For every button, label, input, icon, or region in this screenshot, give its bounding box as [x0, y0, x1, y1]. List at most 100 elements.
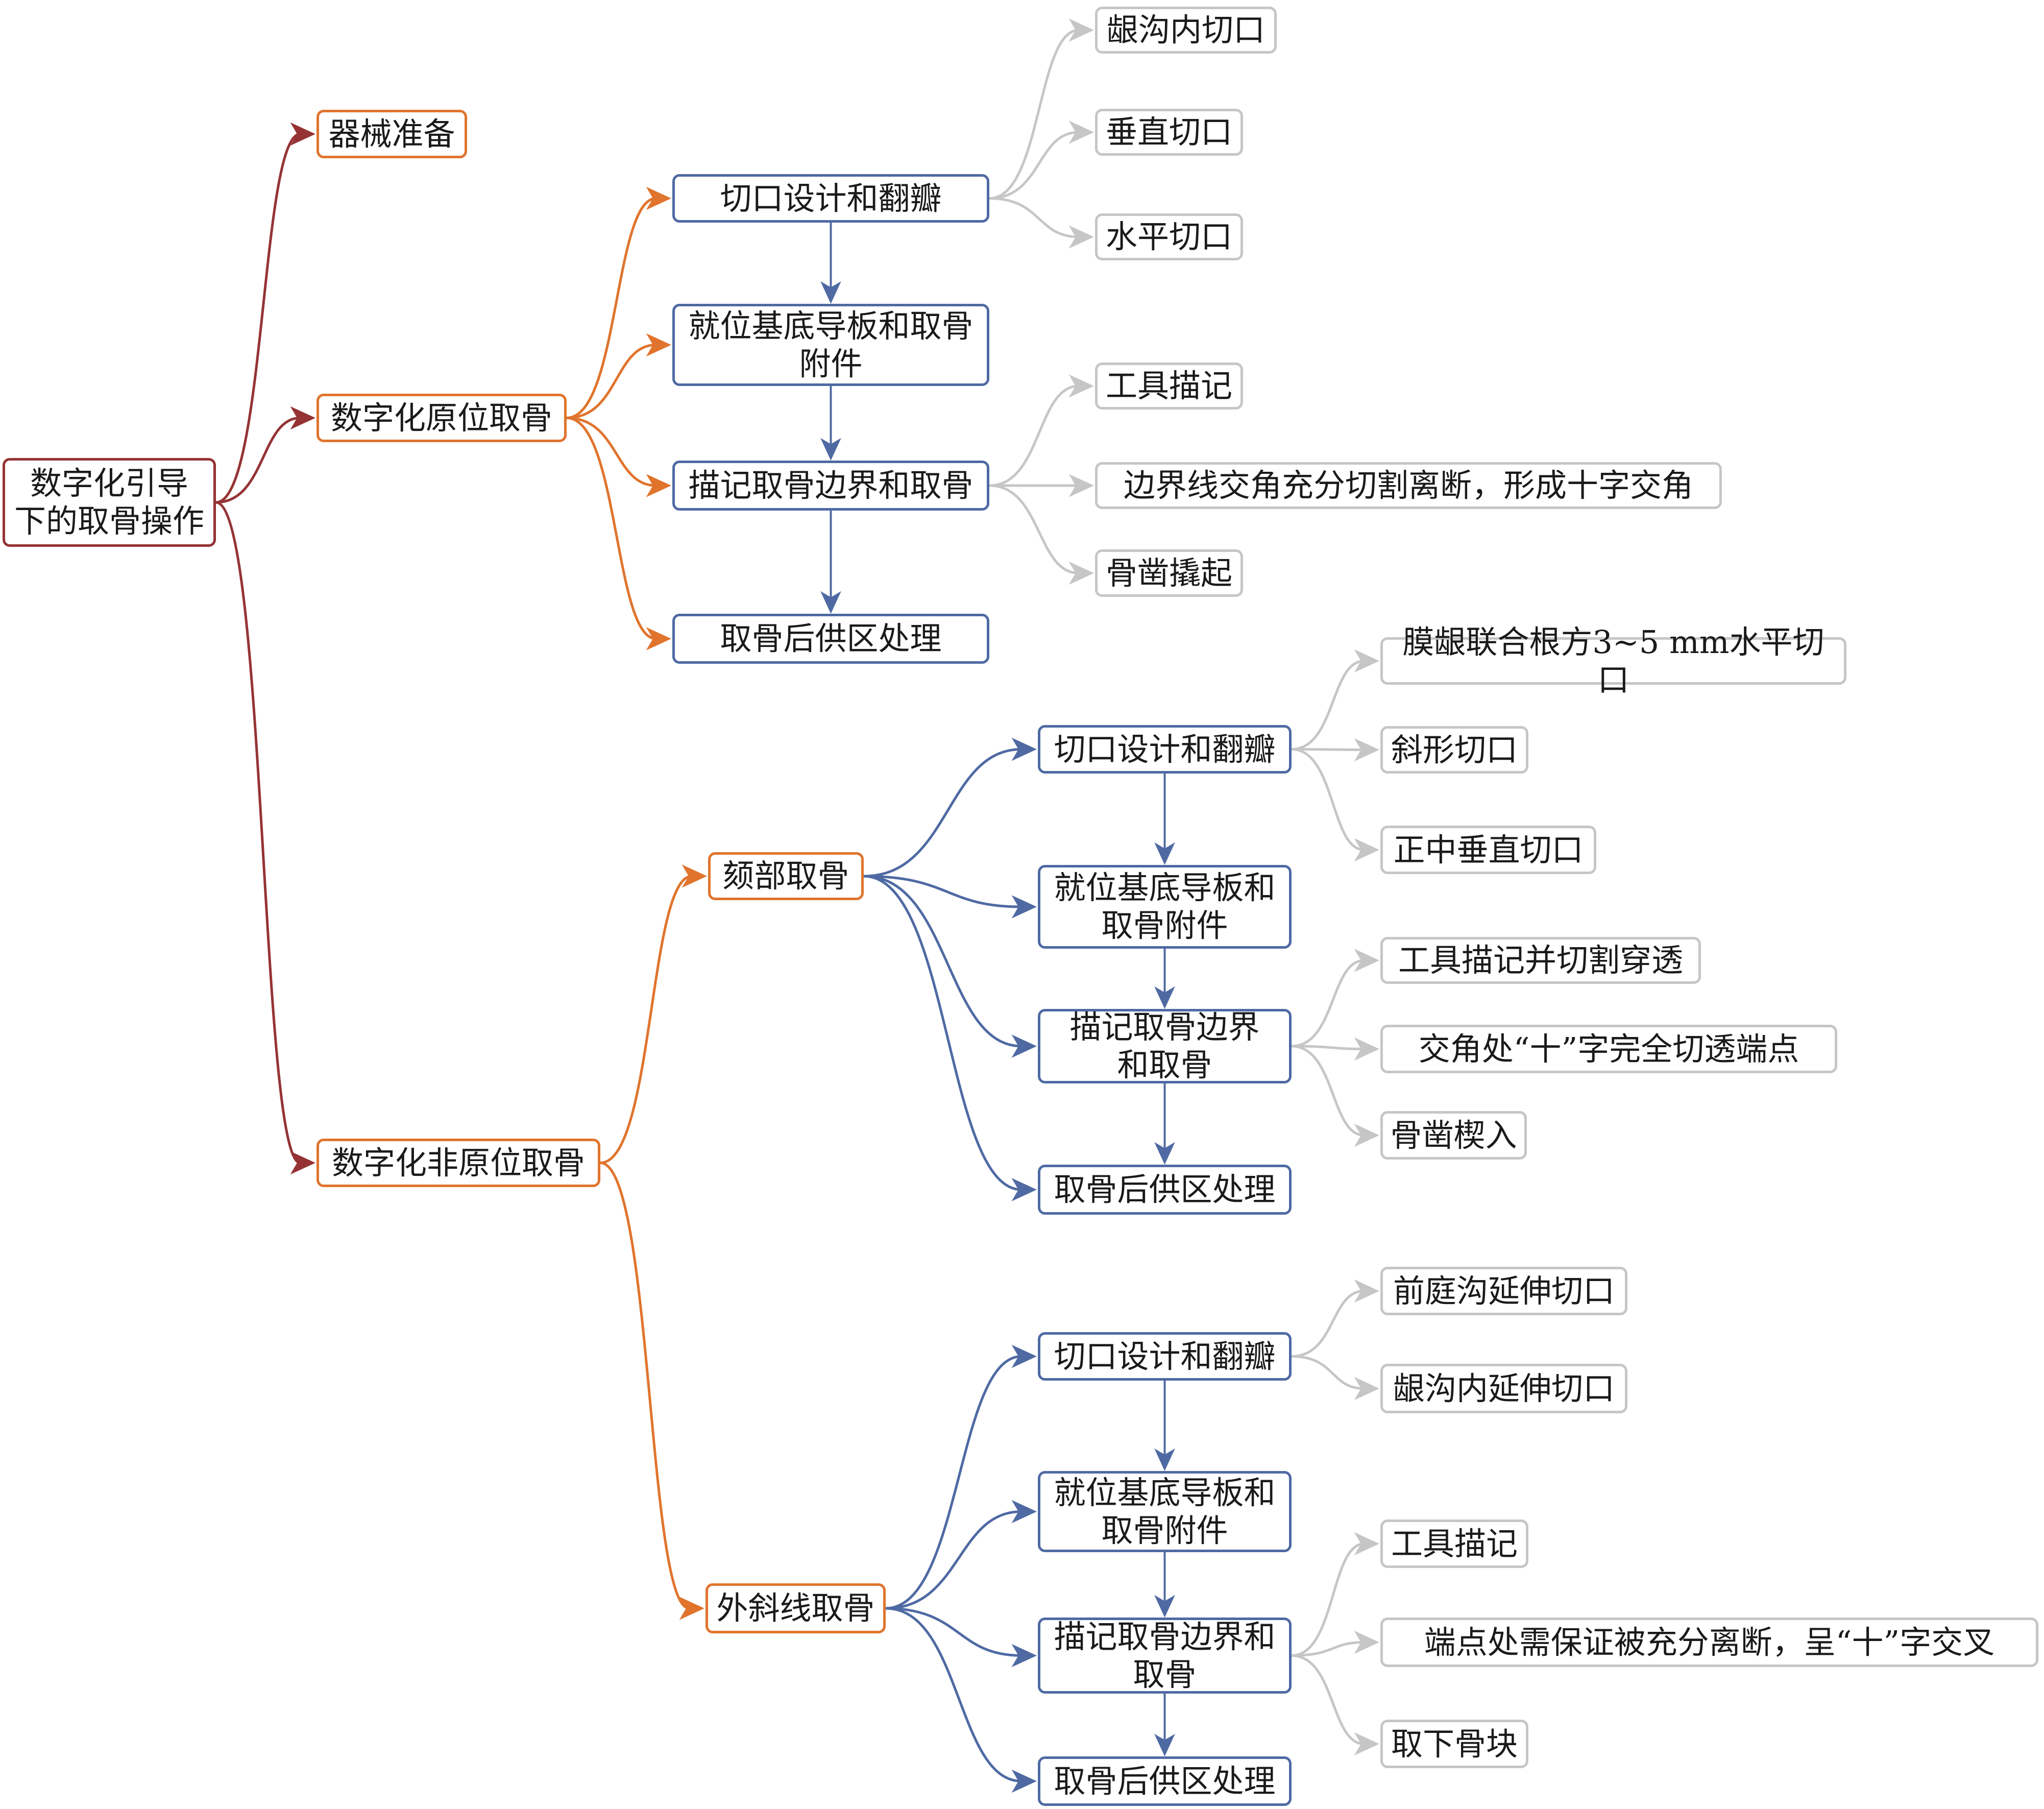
connector-detail [1291, 1290, 1365, 1358]
connector-branch [600, 1162, 690, 1610]
step-node[interactable]: 切口设计和翻瓣 [1038, 725, 1292, 774]
connector-detail [989, 197, 1079, 238]
connector-detail [1291, 1641, 1365, 1657]
arrowhead [1068, 18, 1094, 42]
step-node[interactable]: 描记取骨边界 和取骨 [1038, 1008, 1292, 1083]
detail-node[interactable]: 水平切口 [1095, 213, 1243, 260]
step-node[interactable]: 就位基底导板和取骨 附件 [672, 304, 989, 386]
arrowhead [1154, 1733, 1175, 1756]
connector-branch [566, 197, 656, 419]
connector-detail [1291, 1542, 1365, 1657]
connector-root [215, 133, 301, 504]
detail-node[interactable]: 正中垂直切口 [1380, 826, 1596, 874]
detail-node[interactable]: 工具描记并切割穿透 [1380, 937, 1701, 984]
detail-label: 水平切口 [1105, 218, 1232, 255]
branch-in-situ[interactable]: 数字化原位取骨 [317, 394, 567, 442]
arrowhead [1011, 1344, 1037, 1368]
step-node[interactable]: 描记取骨边界和 取骨 [1038, 1618, 1292, 1694]
branch-instruments[interactable]: 器械准备 [317, 110, 467, 158]
detail-label: 龈沟内延伸切口 [1393, 1369, 1615, 1407]
connector-detail [1291, 1045, 1365, 1137]
connector-root [215, 417, 301, 504]
detail-node[interactable]: 龈沟内延伸切口 [1380, 1364, 1627, 1413]
connector-detail [989, 131, 1079, 200]
arrowhead [1011, 1769, 1037, 1793]
connector-detail [1291, 959, 1365, 1048]
detail-node[interactable]: 骨凿楔入 [1380, 1111, 1527, 1160]
arrowhead [1354, 738, 1379, 762]
detail-label: 斜形切口 [1391, 731, 1518, 768]
step-node[interactable]: 切口设计和翻瓣 [672, 174, 989, 223]
detail-node[interactable]: 交角处“十”字完全切透端点 [1380, 1025, 1837, 1073]
detail-node[interactable]: 工具描记 [1095, 363, 1243, 409]
detail-node[interactable]: 骨凿撬起 [1095, 549, 1243, 597]
detail-label: 交角处“十”字完全切透端点 [1418, 1030, 1799, 1068]
branch-label: 数字化原位取骨 [330, 399, 552, 437]
arrowhead [1154, 1595, 1175, 1618]
arrowhead [1154, 1142, 1175, 1165]
detail-node[interactable]: 龈沟内切口 [1095, 7, 1277, 54]
step-node[interactable]: 取骨后供区处理 [672, 614, 989, 664]
root-label: 数字化引导 下的取骨操作 [14, 465, 204, 540]
step-node[interactable]: 取骨后供区处理 [1038, 1756, 1292, 1806]
arrowhead [1354, 1279, 1379, 1303]
method-label: 颏部取骨 [722, 857, 849, 895]
detail-node[interactable]: 膜龈联合根方3~5 mm水平切口 [1380, 623, 1846, 698]
method-chin[interactable]: 颏部取骨 [708, 852, 864, 900]
arrowhead [1011, 1644, 1037, 1668]
root-node[interactable]: 数字化引导 下的取骨操作 [3, 458, 216, 547]
arrowhead [290, 1151, 315, 1175]
detail-node[interactable]: 斜形切口 [1380, 726, 1528, 774]
arrowhead [1354, 1732, 1379, 1756]
arrowhead [1068, 474, 1094, 497]
detail-node[interactable]: 边界线交角充分切割离断，形成十字交角 [1095, 462, 1722, 509]
arrowhead [1354, 838, 1379, 862]
detail-label: 龈沟内切口 [1106, 11, 1265, 49]
connector-step [863, 875, 1022, 908]
method-oblique-line[interactable]: 外斜线取骨 [705, 1583, 886, 1633]
detail-label: 取下骨块 [1391, 1725, 1518, 1763]
detail-node[interactable]: 前庭沟延伸切口 [1380, 1267, 1627, 1315]
step-node[interactable]: 取骨后供区处理 [1038, 1165, 1292, 1215]
arrowhead [1011, 1500, 1037, 1524]
step-label: 就位基底导板和取骨 附件 [688, 307, 974, 382]
connector-step [885, 1510, 1022, 1610]
method-label: 外斜线取骨 [716, 1589, 875, 1627]
arrowhead [646, 474, 671, 497]
connector-step [863, 875, 1022, 1191]
connector-detail [1291, 748, 1365, 851]
arrowhead [679, 1597, 704, 1620]
arrowhead [1011, 895, 1037, 919]
connector-step [863, 875, 1022, 1048]
arrowhead [1068, 561, 1094, 585]
step-label: 描记取骨边界和 取骨 [1054, 1618, 1276, 1693]
step-label: 就位基底导板和 取骨附件 [1054, 1474, 1276, 1549]
connector-root [215, 501, 301, 1164]
step-node[interactable]: 就位基底导板和 取骨附件 [1038, 865, 1292, 949]
step-node[interactable]: 描记取骨边界和取骨 [672, 461, 989, 511]
detail-label: 垂直切口 [1105, 113, 1232, 151]
detail-node[interactable]: 垂直切口 [1095, 109, 1243, 156]
detail-node[interactable]: 端点处需保证被充分离断，呈“十”字交叉 [1380, 1618, 2038, 1667]
arrowhead [1011, 1178, 1037, 1201]
detail-node[interactable]: 工具描记 [1380, 1519, 1528, 1568]
detail-label: 骨凿撬起 [1105, 554, 1232, 592]
arrowhead [820, 281, 841, 304]
step-node[interactable]: 就位基底导板和 取骨附件 [1038, 1471, 1292, 1552]
detail-label: 正中垂直切口 [1393, 831, 1584, 869]
branch-ex-situ[interactable]: 数字化非原位取骨 [317, 1139, 600, 1187]
arrowhead [290, 122, 315, 146]
detail-label: 膜龈联合根方3~5 mm水平切口 [1402, 623, 1824, 698]
connector-detail [1291, 1355, 1365, 1390]
arrowhead [1068, 120, 1094, 144]
detail-node[interactable]: 取下骨块 [1380, 1720, 1528, 1768]
connector-step [863, 748, 1022, 878]
arrowhead [1011, 1034, 1037, 1058]
detail-label: 工具描记并切割穿透 [1398, 942, 1683, 979]
arrowhead [290, 406, 315, 430]
connector-detail [989, 484, 1079, 574]
arrowhead [1354, 949, 1379, 972]
step-node[interactable]: 切口设计和翻瓣 [1038, 1332, 1292, 1381]
step-label: 取骨后供区处理 [720, 620, 942, 657]
connector-detail [1291, 660, 1365, 751]
